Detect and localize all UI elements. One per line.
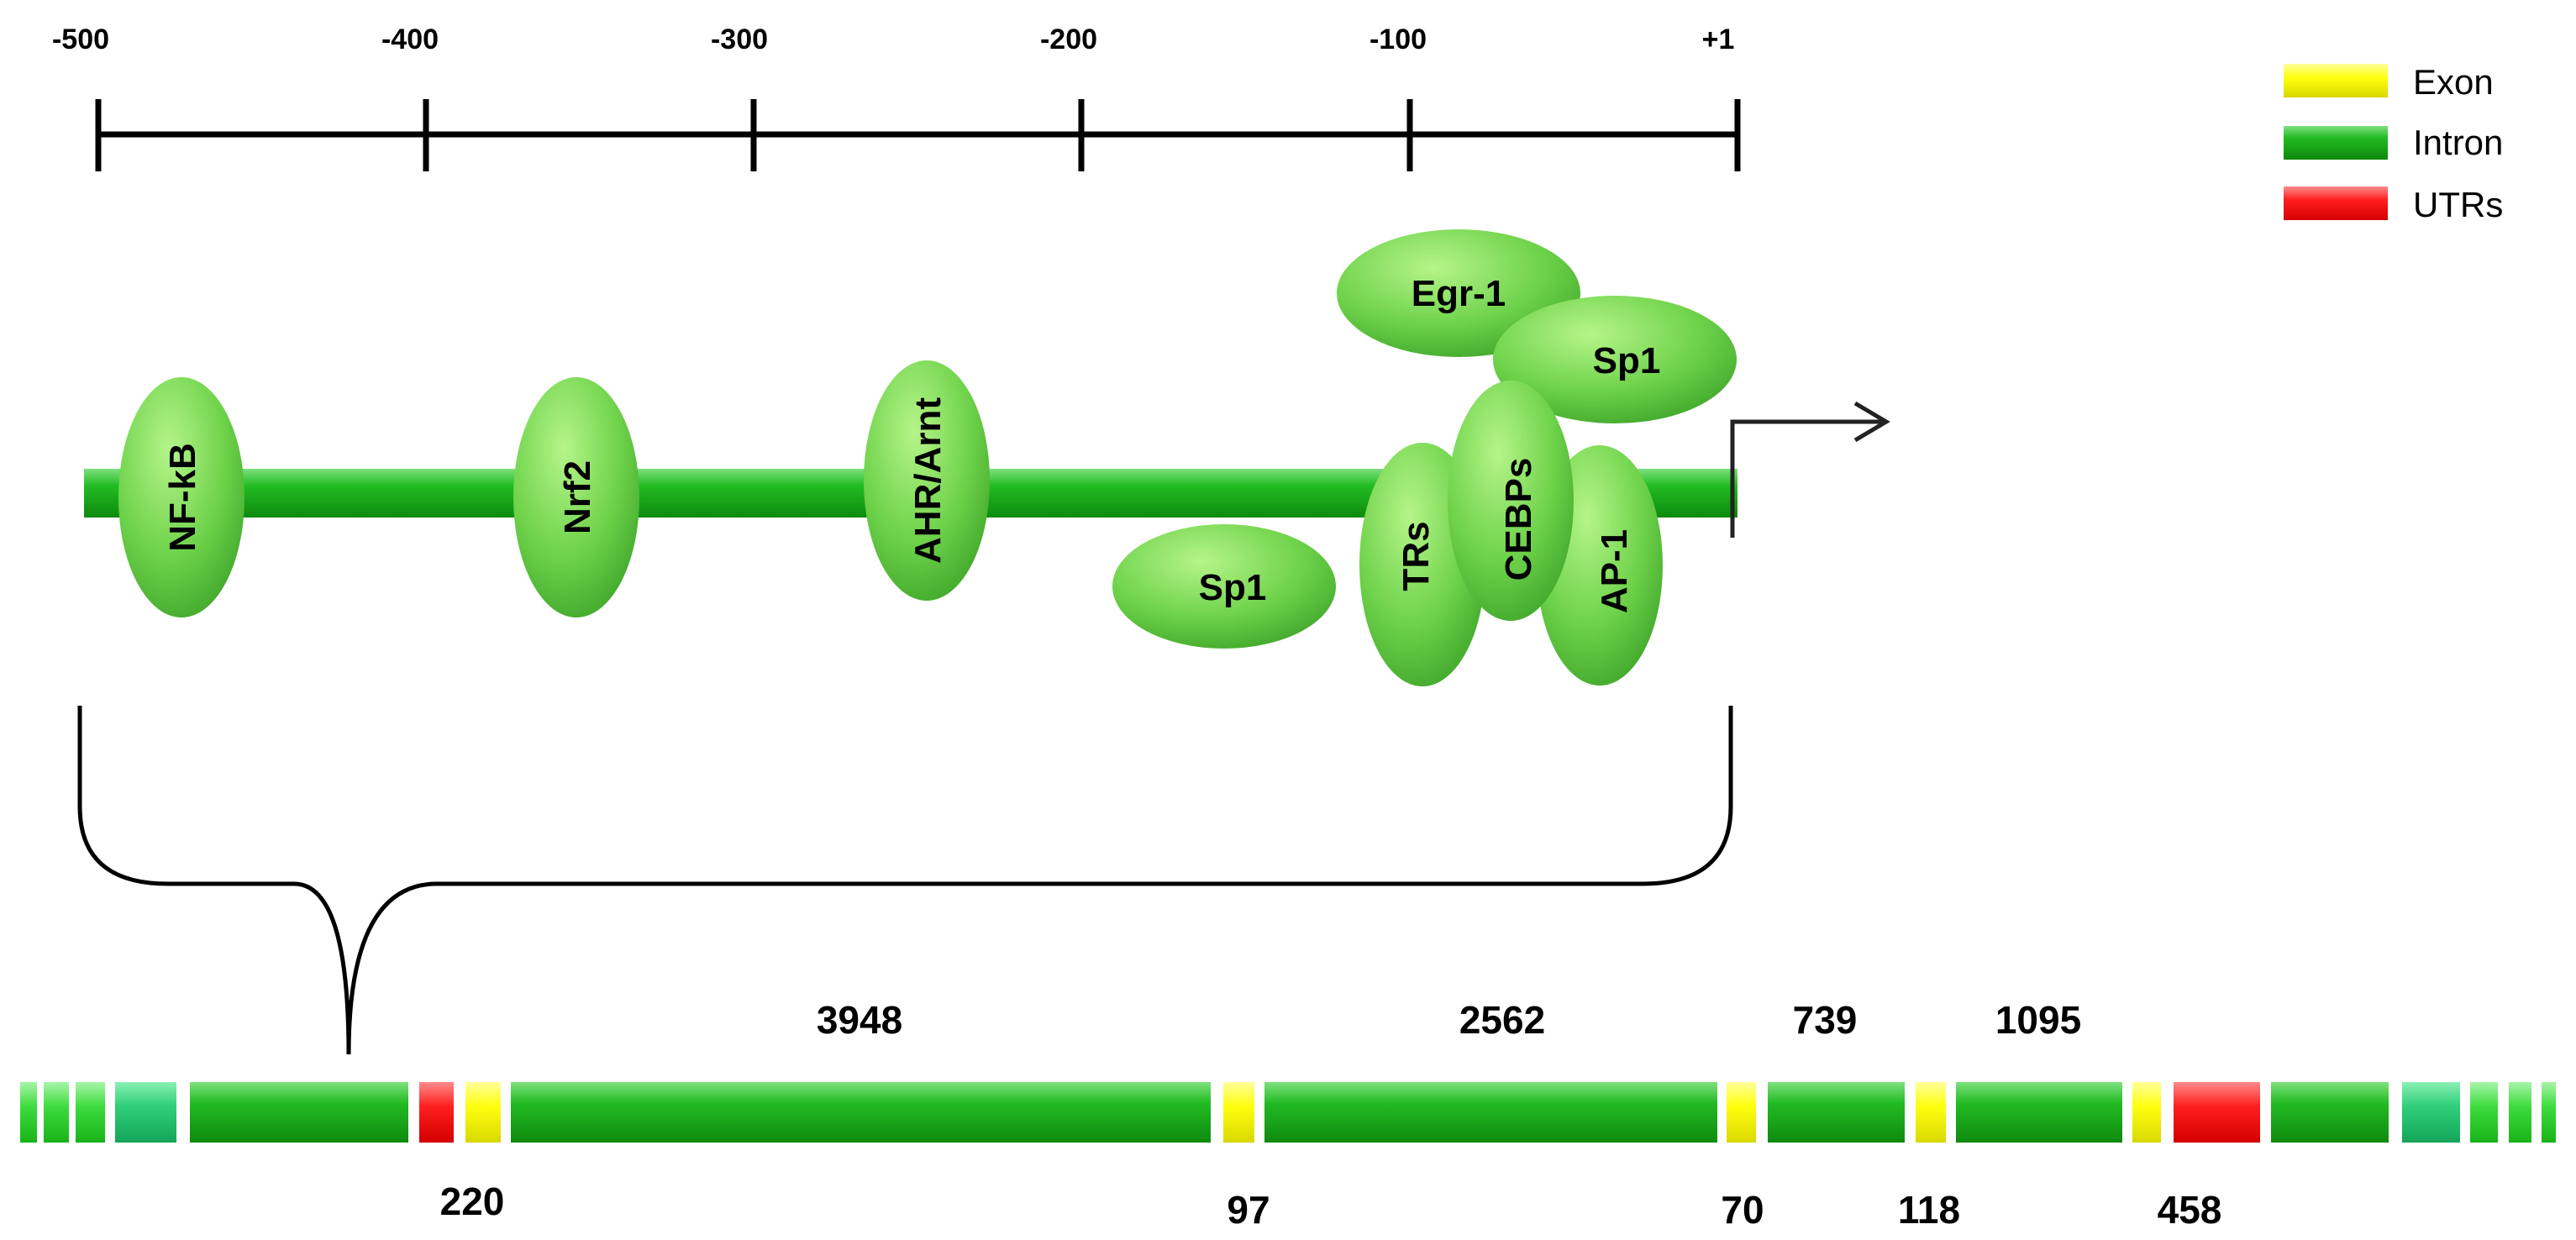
tf-label: TRs bbox=[1396, 521, 1437, 591]
legend-swatch bbox=[2284, 187, 2388, 220]
tf-nf-kb: NF-kB bbox=[118, 377, 244, 617]
exon-block bbox=[1223, 1082, 1254, 1143]
exon-length-label: 70 bbox=[1721, 1188, 1764, 1232]
exon-length-label: 118 bbox=[1898, 1188, 1960, 1232]
tf-label: Sp1 bbox=[1593, 340, 1661, 381]
utr-block bbox=[2174, 1082, 2260, 1143]
tf-sp1-lower: Sp1 bbox=[1112, 524, 1336, 649]
tick-label: -100 bbox=[1369, 24, 1427, 55]
tf-ellipse bbox=[1448, 381, 1574, 621]
intron-block bbox=[2402, 1082, 2460, 1143]
tick-label: -400 bbox=[381, 24, 439, 55]
legend-item-exon: Exon bbox=[2284, 62, 2494, 102]
legend-item-intron: Intron bbox=[2284, 123, 2503, 162]
tf-label: Nrf2 bbox=[557, 460, 598, 534]
tf-ellipse bbox=[1493, 296, 1737, 423]
tick-label: +1 bbox=[1702, 24, 1735, 55]
tf-sp1-upper: Sp1 bbox=[1493, 296, 1737, 423]
tick-label: -500 bbox=[52, 24, 109, 55]
tf-cebps: CEBPs bbox=[1448, 381, 1574, 621]
tf-label: CEBPs bbox=[1498, 458, 1539, 581]
tf-ellipse bbox=[513, 377, 639, 617]
intron-block bbox=[1768, 1082, 1905, 1143]
tf-nrf2: Nrf2 bbox=[513, 377, 639, 617]
gene-structure bbox=[20, 1082, 2556, 1143]
intron-length-label: 739 bbox=[1793, 998, 1858, 1042]
exon-block bbox=[465, 1082, 501, 1143]
intron-block bbox=[2542, 1082, 2556, 1143]
intron-length-label: 3948 bbox=[817, 998, 902, 1042]
intron-block bbox=[2509, 1082, 2531, 1143]
tf-label: Sp1 bbox=[1199, 567, 1267, 608]
tf-label: AP-1 bbox=[1594, 529, 1635, 613]
exon-length-label: 97 bbox=[1227, 1188, 1270, 1232]
tf-ellipse bbox=[118, 377, 244, 617]
exon-length-label: 458 bbox=[2158, 1188, 2222, 1232]
intron-block bbox=[1956, 1082, 2122, 1143]
intron-block bbox=[115, 1082, 176, 1143]
promoter-brace bbox=[77, 706, 1733, 1055]
intron-block bbox=[76, 1082, 105, 1143]
intron-block bbox=[511, 1082, 1211, 1143]
tf-label: NF-kB bbox=[162, 443, 203, 552]
tf-ahr-arnt: AHR/Arnt bbox=[864, 360, 990, 601]
intron-block bbox=[190, 1082, 408, 1143]
tick-label: -300 bbox=[711, 24, 768, 55]
position-scale: -500 -400 -300 -200 -100 +1 bbox=[52, 24, 1741, 171]
intron-block bbox=[1264, 1082, 1717, 1143]
tick-label: -200 bbox=[1040, 24, 1097, 55]
legend-label: Exon bbox=[2413, 62, 2494, 102]
transcription-start-arrow bbox=[1730, 401, 1890, 538]
exon-block bbox=[1916, 1082, 1946, 1143]
tf-ellipse bbox=[1112, 524, 1336, 649]
legend-item-utrs: UTRs bbox=[2284, 185, 2503, 224]
legend: Exon Intron UTRs bbox=[2284, 62, 2503, 224]
intron-block bbox=[2470, 1082, 2498, 1143]
tf-ellipse bbox=[864, 360, 990, 601]
tf-label: AHR/Arnt bbox=[907, 397, 949, 564]
exon-length-label: 220 bbox=[440, 1180, 505, 1223]
intron-block bbox=[2271, 1082, 2389, 1143]
intron-length-label: 1095 bbox=[1995, 998, 2081, 1042]
legend-swatch bbox=[2284, 64, 2388, 97]
legend-swatch bbox=[2284, 126, 2388, 160]
legend-label: UTRs bbox=[2413, 185, 2503, 224]
intron-block bbox=[20, 1082, 37, 1143]
legend-label: Intron bbox=[2413, 123, 2503, 162]
exon-block bbox=[1727, 1082, 1756, 1143]
intron-length-label: 2562 bbox=[1459, 998, 1545, 1042]
utr-block bbox=[419, 1082, 454, 1143]
exon-block bbox=[2132, 1082, 2161, 1143]
tf-label: Egr-1 bbox=[1412, 273, 1506, 314]
intron-block bbox=[44, 1082, 69, 1143]
